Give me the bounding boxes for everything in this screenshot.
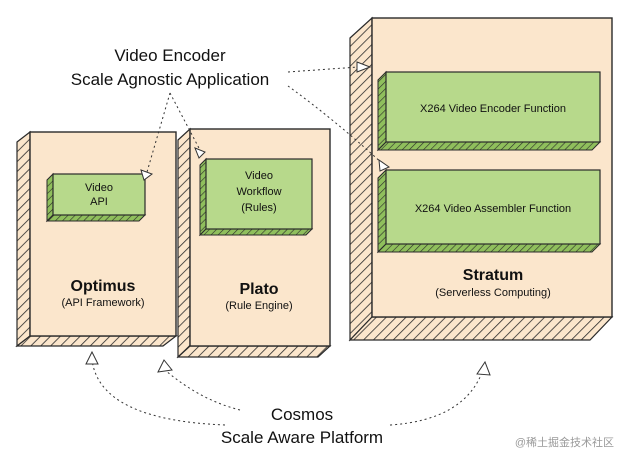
top-to-stratum-connector: [287, 66, 359, 73]
optimus-box: Video API Optimus (API Framework): [15, 130, 178, 348]
arrowhead-plato: [194, 147, 206, 159]
watermark-text: @稀土掘金技术社区: [515, 435, 614, 449]
top-connectors: [146, 66, 385, 173]
video-workflow-component: Video Workflow (Rules): [198, 157, 314, 237]
arrowhead-bottom-plato: [157, 359, 173, 373]
video-workflow-line-2: Workflow: [236, 186, 281, 198]
plato-title: Plato: [239, 281, 278, 298]
optimus-subtitle: (API Framework): [61, 297, 144, 309]
stratum-box: X264 Video Encoder Function X264 Video A…: [348, 16, 614, 342]
arrowhead-stratum-inner: [378, 158, 391, 172]
optimus-title: Optimus: [71, 278, 136, 295]
stratum-subtitle: (Serverless Computing): [435, 287, 551, 299]
x264-assembler-label: X264 Video Assembler Function: [415, 203, 571, 215]
x264-encoder-component: X264 Video Encoder Function: [376, 70, 602, 152]
top-arrowheads: [140, 61, 391, 181]
arrowhead-stratum: [356, 61, 372, 73]
video-api-line-2: API: [90, 196, 108, 208]
bottom-label-line-1: Cosmos: [271, 405, 333, 424]
video-api-component: Video API: [45, 172, 147, 223]
arrowhead-optimus: [140, 169, 154, 181]
x264-assembler-component: X264 Video Assembler Function: [376, 168, 602, 254]
plato-subtitle: (Rule Engine): [225, 300, 292, 312]
top-to-plato-connector: [169, 92, 201, 151]
top-to-optimus-connector: [146, 92, 171, 173]
bottom-to-stratum-connector: [389, 369, 484, 426]
video-workflow-line-3: (Rules): [241, 202, 276, 214]
bottom-to-plato-connector: [164, 369, 241, 411]
bottom-connectors: [91, 359, 484, 426]
top-label-line-2: Scale Agnostic Application: [71, 70, 269, 89]
plato-box: Video Workflow (Rules) Plato (Rule Engin…: [176, 127, 332, 359]
top-label-line-1: Video Encoder: [114, 46, 226, 65]
top-to-stratum-inner-connector: [287, 85, 385, 166]
arrowhead-bottom-stratum: [476, 360, 491, 376]
x264-encoder-label: X264 Video Encoder Function: [420, 103, 566, 115]
bottom-to-optimus-connector: [91, 359, 226, 426]
arrowhead-bottom-optimus: [85, 350, 99, 365]
video-workflow-line-1: Video: [245, 170, 273, 182]
bottom-arrowheads: [85, 350, 491, 376]
stratum-title: Stratum: [463, 267, 523, 284]
video-api-line-1: Video: [85, 182, 113, 194]
bottom-label-line-2: Scale Aware Platform: [221, 428, 383, 447]
